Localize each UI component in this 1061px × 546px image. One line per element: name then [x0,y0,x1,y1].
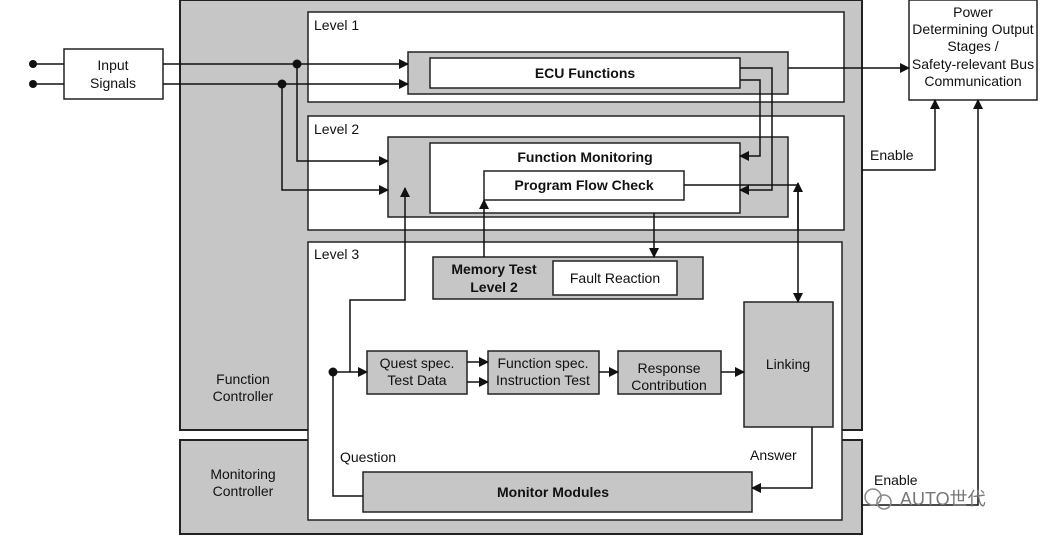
input-signals-label-1: Input [97,57,128,73]
monitoring-controller-label-1: Monitoring [210,466,275,482]
program-flow-check-box [483,170,685,201]
answer-label: Answer [750,447,797,463]
ecu-functions-label: ECU Functions [535,65,636,81]
function-spec-label-2: Instruction Test [496,372,590,388]
junction-dot-3 [328,367,338,377]
watermark: AUTO世代 [864,488,986,510]
response-contribution-label-2: Contribution [631,377,707,393]
monitor-modules-label: Monitor Modules [497,484,609,500]
input-signals-box [63,48,164,100]
power-output-box [908,0,1038,101]
linking-label: Linking [766,356,810,372]
function-spec-label-1: Function spec. [497,355,588,371]
quest-spec-box [366,350,468,395]
enable-label-bottom: Enable [874,472,918,488]
fault-reaction-label: Fault Reaction [570,270,660,286]
input-terminal-1 [29,60,37,68]
watermark-text: AUTO世代 [900,489,986,509]
function-controller-label-2: Controller [213,388,274,404]
question-label: Question [340,449,396,465]
monitoring-controller-label-2: Controller [213,483,274,499]
fault-reaction-box [552,260,678,296]
function-spec-box [487,350,600,395]
program-flow-check-label: Program Flow Check [514,177,653,193]
enable-label-top: Enable [870,147,914,163]
power-line-5: Communication [924,73,1021,89]
junction-dot-1 [292,59,302,69]
input-signals-label-2: Signals [90,75,136,91]
power-line-1: Power [953,4,993,20]
memory-test-label-1: Memory Test [451,261,537,277]
linking-box [743,301,834,428]
power-line-4: Safety-relevant Bus [912,56,1034,72]
level-1-label: Level 1 [314,17,359,33]
ecu-functions-box [429,57,741,89]
power-line-3: Stages / [947,38,998,54]
level-3-label: Level 3 [314,246,359,262]
quest-spec-label-1: Quest spec. [380,355,455,371]
power-line-2: Determining Output [912,21,1034,37]
function-controller-label-1: Function [216,371,270,387]
quest-spec-label-2: Test Data [387,372,446,388]
connection-lines [163,59,983,506]
level-2-label: Level 2 [314,121,359,137]
monitor-modules-box [362,471,753,513]
response-contribution-label-1: Response [637,360,700,376]
junction-dot-2 [277,79,287,89]
input-terminal-2 [29,80,37,88]
memory-test-label-2: Level 2 [470,279,518,295]
wechat-icon [864,488,882,506]
response-contribution-box [617,350,722,395]
function-monitoring-label: Function Monitoring [517,149,652,165]
